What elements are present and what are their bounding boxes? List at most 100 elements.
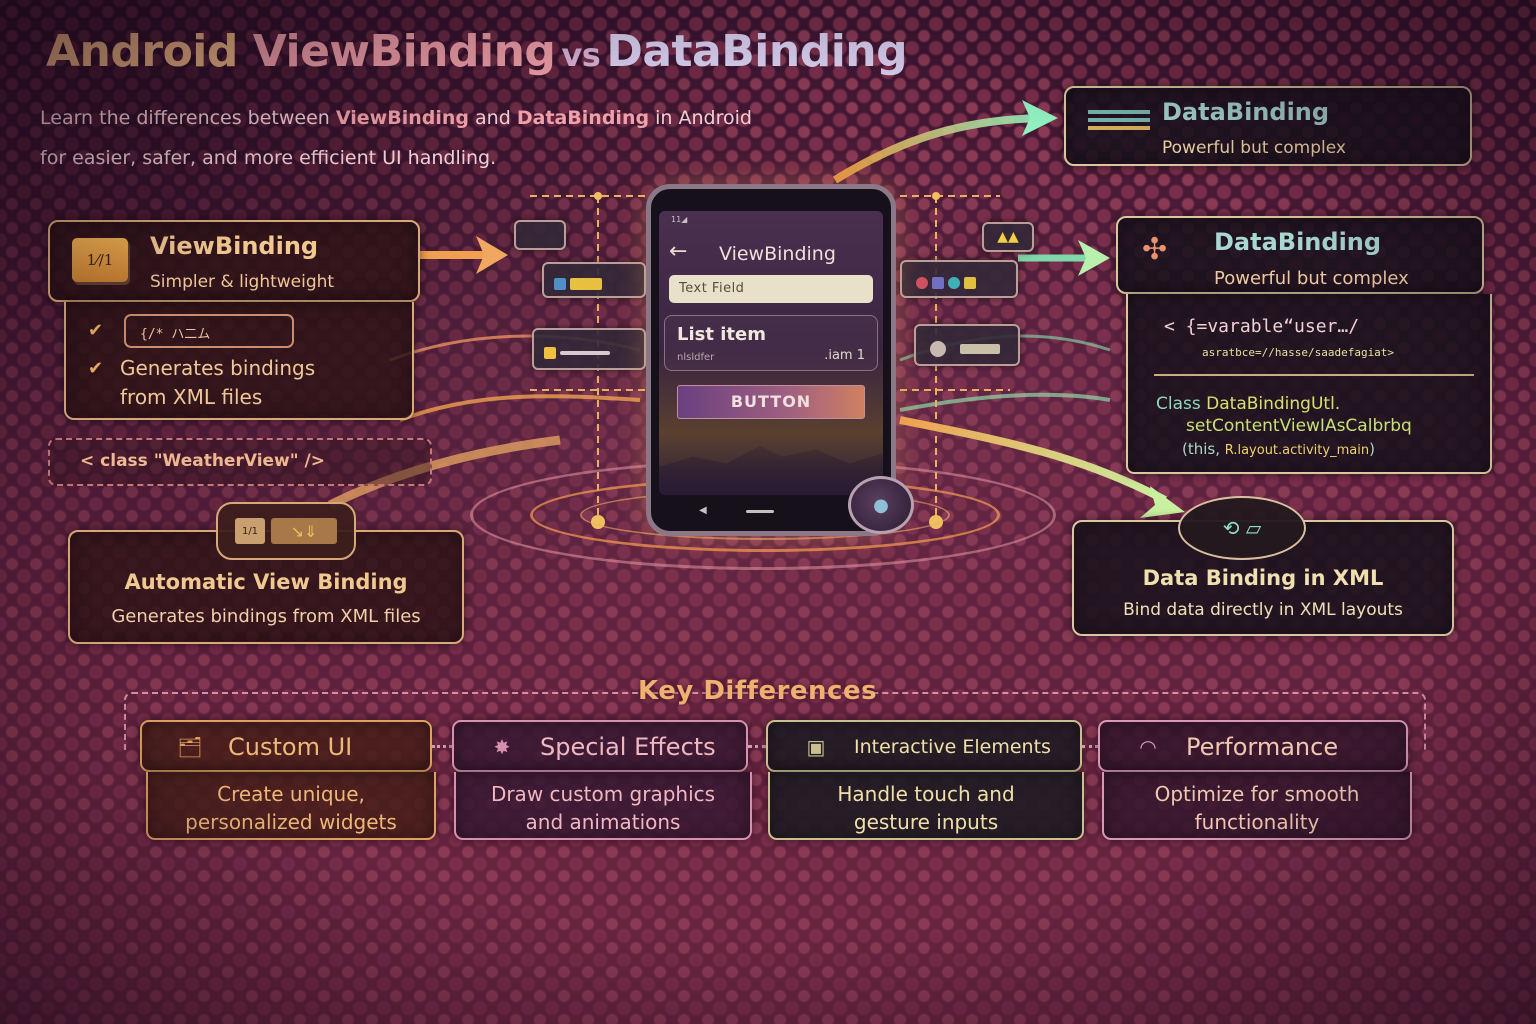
key-difference-card: ▣ Interactive Elements xyxy=(766,720,1082,772)
bar-icon xyxy=(570,277,602,290)
subtitle-viewbinding: ViewBinding xyxy=(335,107,469,129)
key-difference-card: 🗂 Custom UI xyxy=(140,720,432,772)
nav-back-icon[interactable]: ◀ xyxy=(699,505,707,516)
weatherview-code-tag: < class "WeatherView" /> xyxy=(48,438,432,486)
feature-text: Generates bindings from XML files xyxy=(120,354,315,412)
key-difference-card: ◠ Performance xyxy=(1098,720,1408,772)
databinding-subtitle: Powerful but complex xyxy=(1162,138,1346,158)
dbxml-title: Data Binding in XML xyxy=(1142,566,1384,590)
key-difference-icon: 🗂 xyxy=(177,735,203,759)
connector-dots xyxy=(748,745,766,749)
chip-teal xyxy=(948,276,960,289)
widget-list xyxy=(532,328,646,370)
description-line: Create unique, xyxy=(217,782,365,806)
title-viewbinding: ViewBinding xyxy=(252,26,556,77)
key-difference-label: Performance xyxy=(1186,733,1339,761)
download-arrow-icon: ↘⇓ xyxy=(271,518,337,544)
check-icon: ✔ xyxy=(88,358,104,379)
mountain-image xyxy=(659,446,883,495)
line-icon xyxy=(560,350,610,355)
description-line: gesture inputs xyxy=(853,810,999,834)
databinding-card-top: DataBinding Powerful but complex xyxy=(1064,86,1472,166)
key-difference-description: Create unique, personalized widgets xyxy=(146,772,436,840)
avb-icon-badge: 1/1 ↘⇓ xyxy=(216,502,356,560)
status-bar: 11◢ xyxy=(671,215,688,224)
databinding-subtitle: Powerful but complex xyxy=(1214,268,1409,289)
description-text: Optimize for smooth functionality xyxy=(1104,780,1410,836)
code-args: (this, xyxy=(1182,440,1225,458)
key-difference-label: Interactive Elements xyxy=(854,736,1051,758)
key-differences-title: Key Differences xyxy=(638,676,878,706)
widget-color-chips xyxy=(900,260,1018,298)
dbxml-subtitle: Bind data directly in XML layouts xyxy=(1123,600,1403,620)
databinding-title: DataBinding xyxy=(1214,228,1382,256)
app-bar: ← ViewBinding xyxy=(659,231,883,275)
key-difference-icon: ◠ xyxy=(1139,735,1157,759)
floating-orb-icon: ● xyxy=(848,476,914,534)
text-field[interactable]: Text Field xyxy=(669,275,873,303)
widget-slider xyxy=(914,324,1020,366)
square-icon xyxy=(544,346,556,359)
key-difference-label: Special Effects xyxy=(540,733,716,761)
code-line: < {=varable“user…/ xyxy=(1164,316,1360,337)
code-class: DataBindingUtl. xyxy=(1206,394,1341,414)
code-line: setContentViewIAsCalbrbq xyxy=(1186,416,1412,436)
code-resource: R.layout.activity_main xyxy=(1224,443,1370,458)
data-flow-icon: ⟲ ▱ xyxy=(1178,496,1306,560)
title-android: Android xyxy=(46,26,253,77)
square-icon xyxy=(554,277,566,290)
code-args: ) xyxy=(1369,440,1375,458)
page-subtitle: Learn the differences between ViewBindin… xyxy=(40,98,920,178)
slider-track xyxy=(960,343,1000,354)
viewbinding-subtitle: Simpler & lightweight xyxy=(150,272,335,292)
fraction-icon: 1/1 xyxy=(235,518,265,544)
knob-icon xyxy=(930,340,946,357)
phone-button[interactable]: BUTTON xyxy=(677,385,865,419)
code-line: Class DataBindingUtl. xyxy=(1156,394,1340,414)
widget-image-icon: ▲▲ xyxy=(982,222,1034,252)
subtitle-text: and xyxy=(468,107,517,129)
description-line: Draw custom graphics xyxy=(490,782,716,806)
back-arrow-icon[interactable]: ← xyxy=(669,239,688,264)
feature-line: from XML files xyxy=(120,385,263,409)
description-line: personalized widgets xyxy=(185,810,397,834)
databinding-title: DataBinding xyxy=(1162,98,1330,126)
subtitle-text: in Android xyxy=(649,107,752,129)
nav-home-pill[interactable] xyxy=(746,510,774,513)
avb-subtitle: Generates bindings from XML files xyxy=(111,606,421,627)
description-text: Create unique, personalized widgets xyxy=(148,780,434,836)
viewbinding-card: 1⁄∕1 ViewBinding Simpler & lightweight xyxy=(48,220,420,302)
title-databinding: DataBinding xyxy=(606,26,908,77)
title-vs: vs xyxy=(561,36,601,74)
widget-toolbar xyxy=(542,262,646,298)
key-difference-card: ✸ Special Effects xyxy=(452,720,748,772)
code-line: (this, R.layout.activity_main) xyxy=(1182,440,1375,458)
network-nodes-icon: ✣ xyxy=(1142,232,1168,267)
check-icon: ✔ xyxy=(88,320,104,341)
avb-title: Automatic View Binding xyxy=(124,570,408,594)
list-item[interactable]: List item nlsldfer .iam 1 xyxy=(664,315,878,371)
phone-screen: 11◢ ← ViewBinding Text Field List item n… xyxy=(659,211,883,495)
viewbinding-features: ✔ {/* ハ二ム ✔ Generates bindings from XML … xyxy=(64,302,414,420)
key-difference-icon: ✸ xyxy=(493,735,511,759)
databinding-card-second: ✣ DataBinding Powerful but complex xyxy=(1116,216,1484,294)
description-line: Optimize for smooth xyxy=(1154,782,1360,806)
subtitle-text: Learn the differences between xyxy=(40,107,336,129)
chip-yellow xyxy=(964,276,976,289)
code-snippet-chip: {/* ハ二ム xyxy=(124,314,294,348)
list-item-meta: .iam 1 xyxy=(824,348,865,363)
chip-red xyxy=(916,276,928,289)
app-bar-title: ViewBinding xyxy=(719,243,836,265)
list-item-subtitle: nlsldfer xyxy=(677,352,715,363)
list-lines-icon xyxy=(1088,110,1150,136)
subtitle-line2: for easier, safer, and more efficient UI… xyxy=(40,147,497,169)
chip-purple xyxy=(932,276,944,289)
feature-line: Generates bindings xyxy=(120,356,316,380)
divider xyxy=(1154,374,1474,376)
description-line: functionality xyxy=(1194,810,1320,834)
